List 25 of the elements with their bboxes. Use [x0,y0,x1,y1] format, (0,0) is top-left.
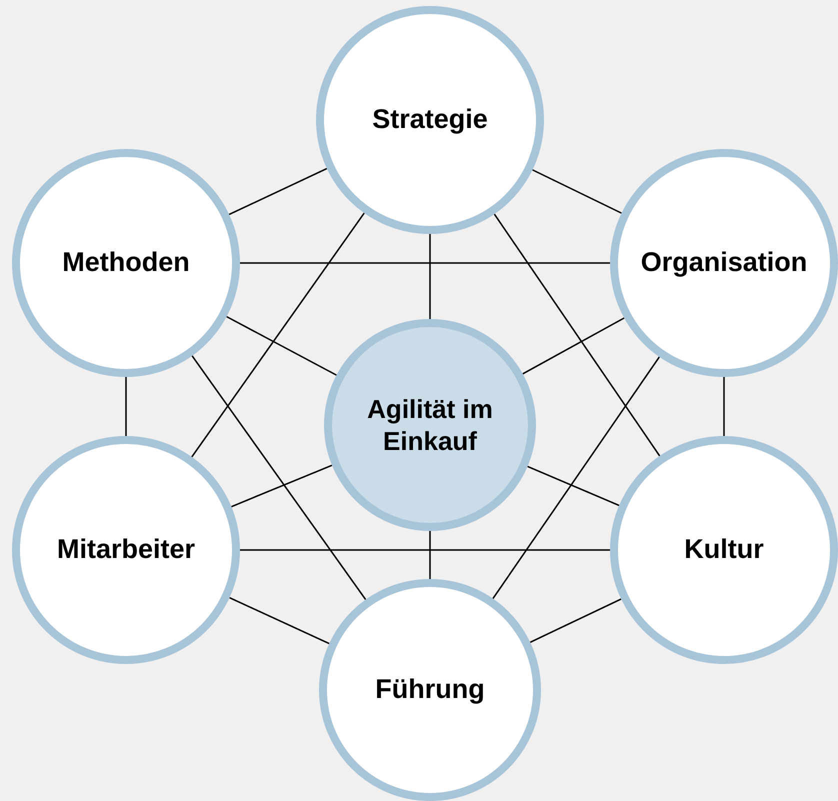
connector-line [240,549,610,551]
node-label: Strategie [372,103,488,136]
connector-line [532,169,622,214]
connector-line [494,214,660,456]
node-label: Führung [375,673,485,706]
node-label: Agilität im Einkauf [366,392,494,458]
connector-line [527,466,620,506]
connector-line [429,531,431,579]
connector-line [240,262,610,264]
connector-line [229,597,330,644]
node-label: Mitarbeiter [56,533,196,566]
connector-line [125,377,127,436]
connector-line [723,377,725,436]
connector-line [191,212,365,458]
connector-line [226,316,337,376]
connector-line [429,234,431,319]
node-label: Kultur [684,533,764,566]
connector-line [228,168,328,216]
connector-line [530,598,622,643]
node-label: Methoden [62,246,190,280]
node-label: Organisation [640,246,808,280]
connector-line [522,317,625,374]
connector-line [492,356,660,599]
connector-line [231,464,332,508]
connector-line [192,355,366,600]
